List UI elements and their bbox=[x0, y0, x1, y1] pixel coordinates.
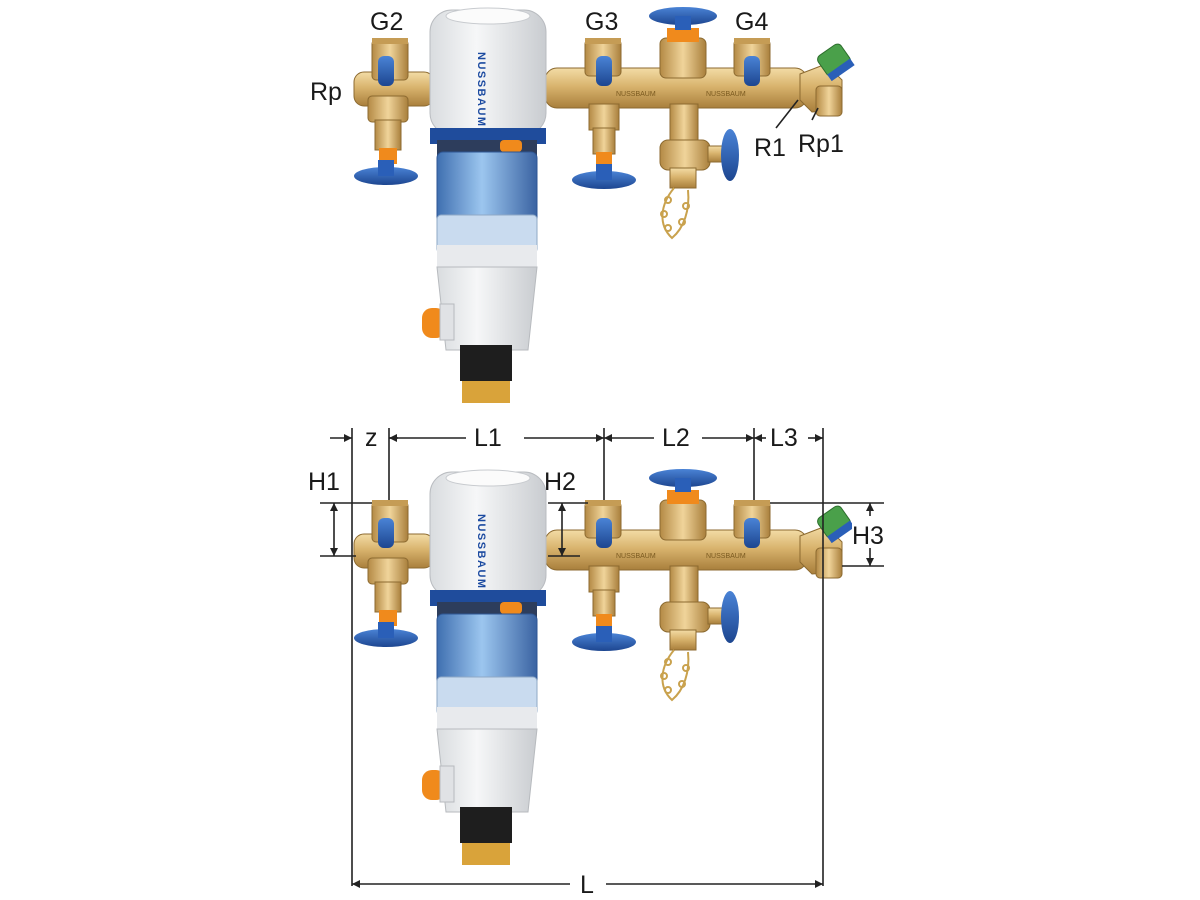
dimension-l3: L3 bbox=[754, 424, 823, 452]
brand-logo-top: NUSSBAUM bbox=[475, 52, 487, 128]
dimension-label-l3: L3 bbox=[770, 424, 798, 452]
dimension-z: z bbox=[330, 424, 398, 452]
dimension-l: L bbox=[352, 871, 823, 899]
dimension-h1: H1 bbox=[308, 468, 372, 557]
label-g2: G2 bbox=[370, 8, 403, 36]
dimension-l2: L2 bbox=[604, 424, 754, 452]
dimension-l1: L1 bbox=[389, 424, 604, 452]
leader-r1 bbox=[775, 99, 799, 129]
dimension-h3: H3 bbox=[770, 502, 892, 567]
dimension-label-l1: L1 bbox=[474, 424, 502, 452]
label-rp1: Rp1 bbox=[798, 130, 844, 158]
label-rp: Rp bbox=[310, 78, 342, 106]
top-assembly-view: NUSSBAUM G2 G3 G4 Rp R1 Rp1 bbox=[310, 6, 856, 404]
leader-rp1 bbox=[811, 107, 819, 121]
label-g3: G3 bbox=[585, 8, 618, 36]
dimension-label-l2: L2 bbox=[662, 424, 690, 452]
dimension-label-h3: H3 bbox=[852, 522, 884, 550]
bottom-assembly-view: NUSSBAUM z L1 L2 bbox=[308, 424, 892, 899]
brand-logo-bottom: NUSSBAUM bbox=[475, 514, 487, 590]
dimension-h2: H2 bbox=[544, 468, 588, 557]
dimension-label-h2: H2 bbox=[544, 468, 576, 496]
dimension-label-l: L bbox=[580, 871, 594, 899]
label-g4: G4 bbox=[735, 8, 768, 36]
dimension-label-z: z bbox=[365, 424, 378, 452]
dimension-label-h1: H1 bbox=[308, 468, 340, 496]
label-r1: R1 bbox=[754, 134, 786, 162]
